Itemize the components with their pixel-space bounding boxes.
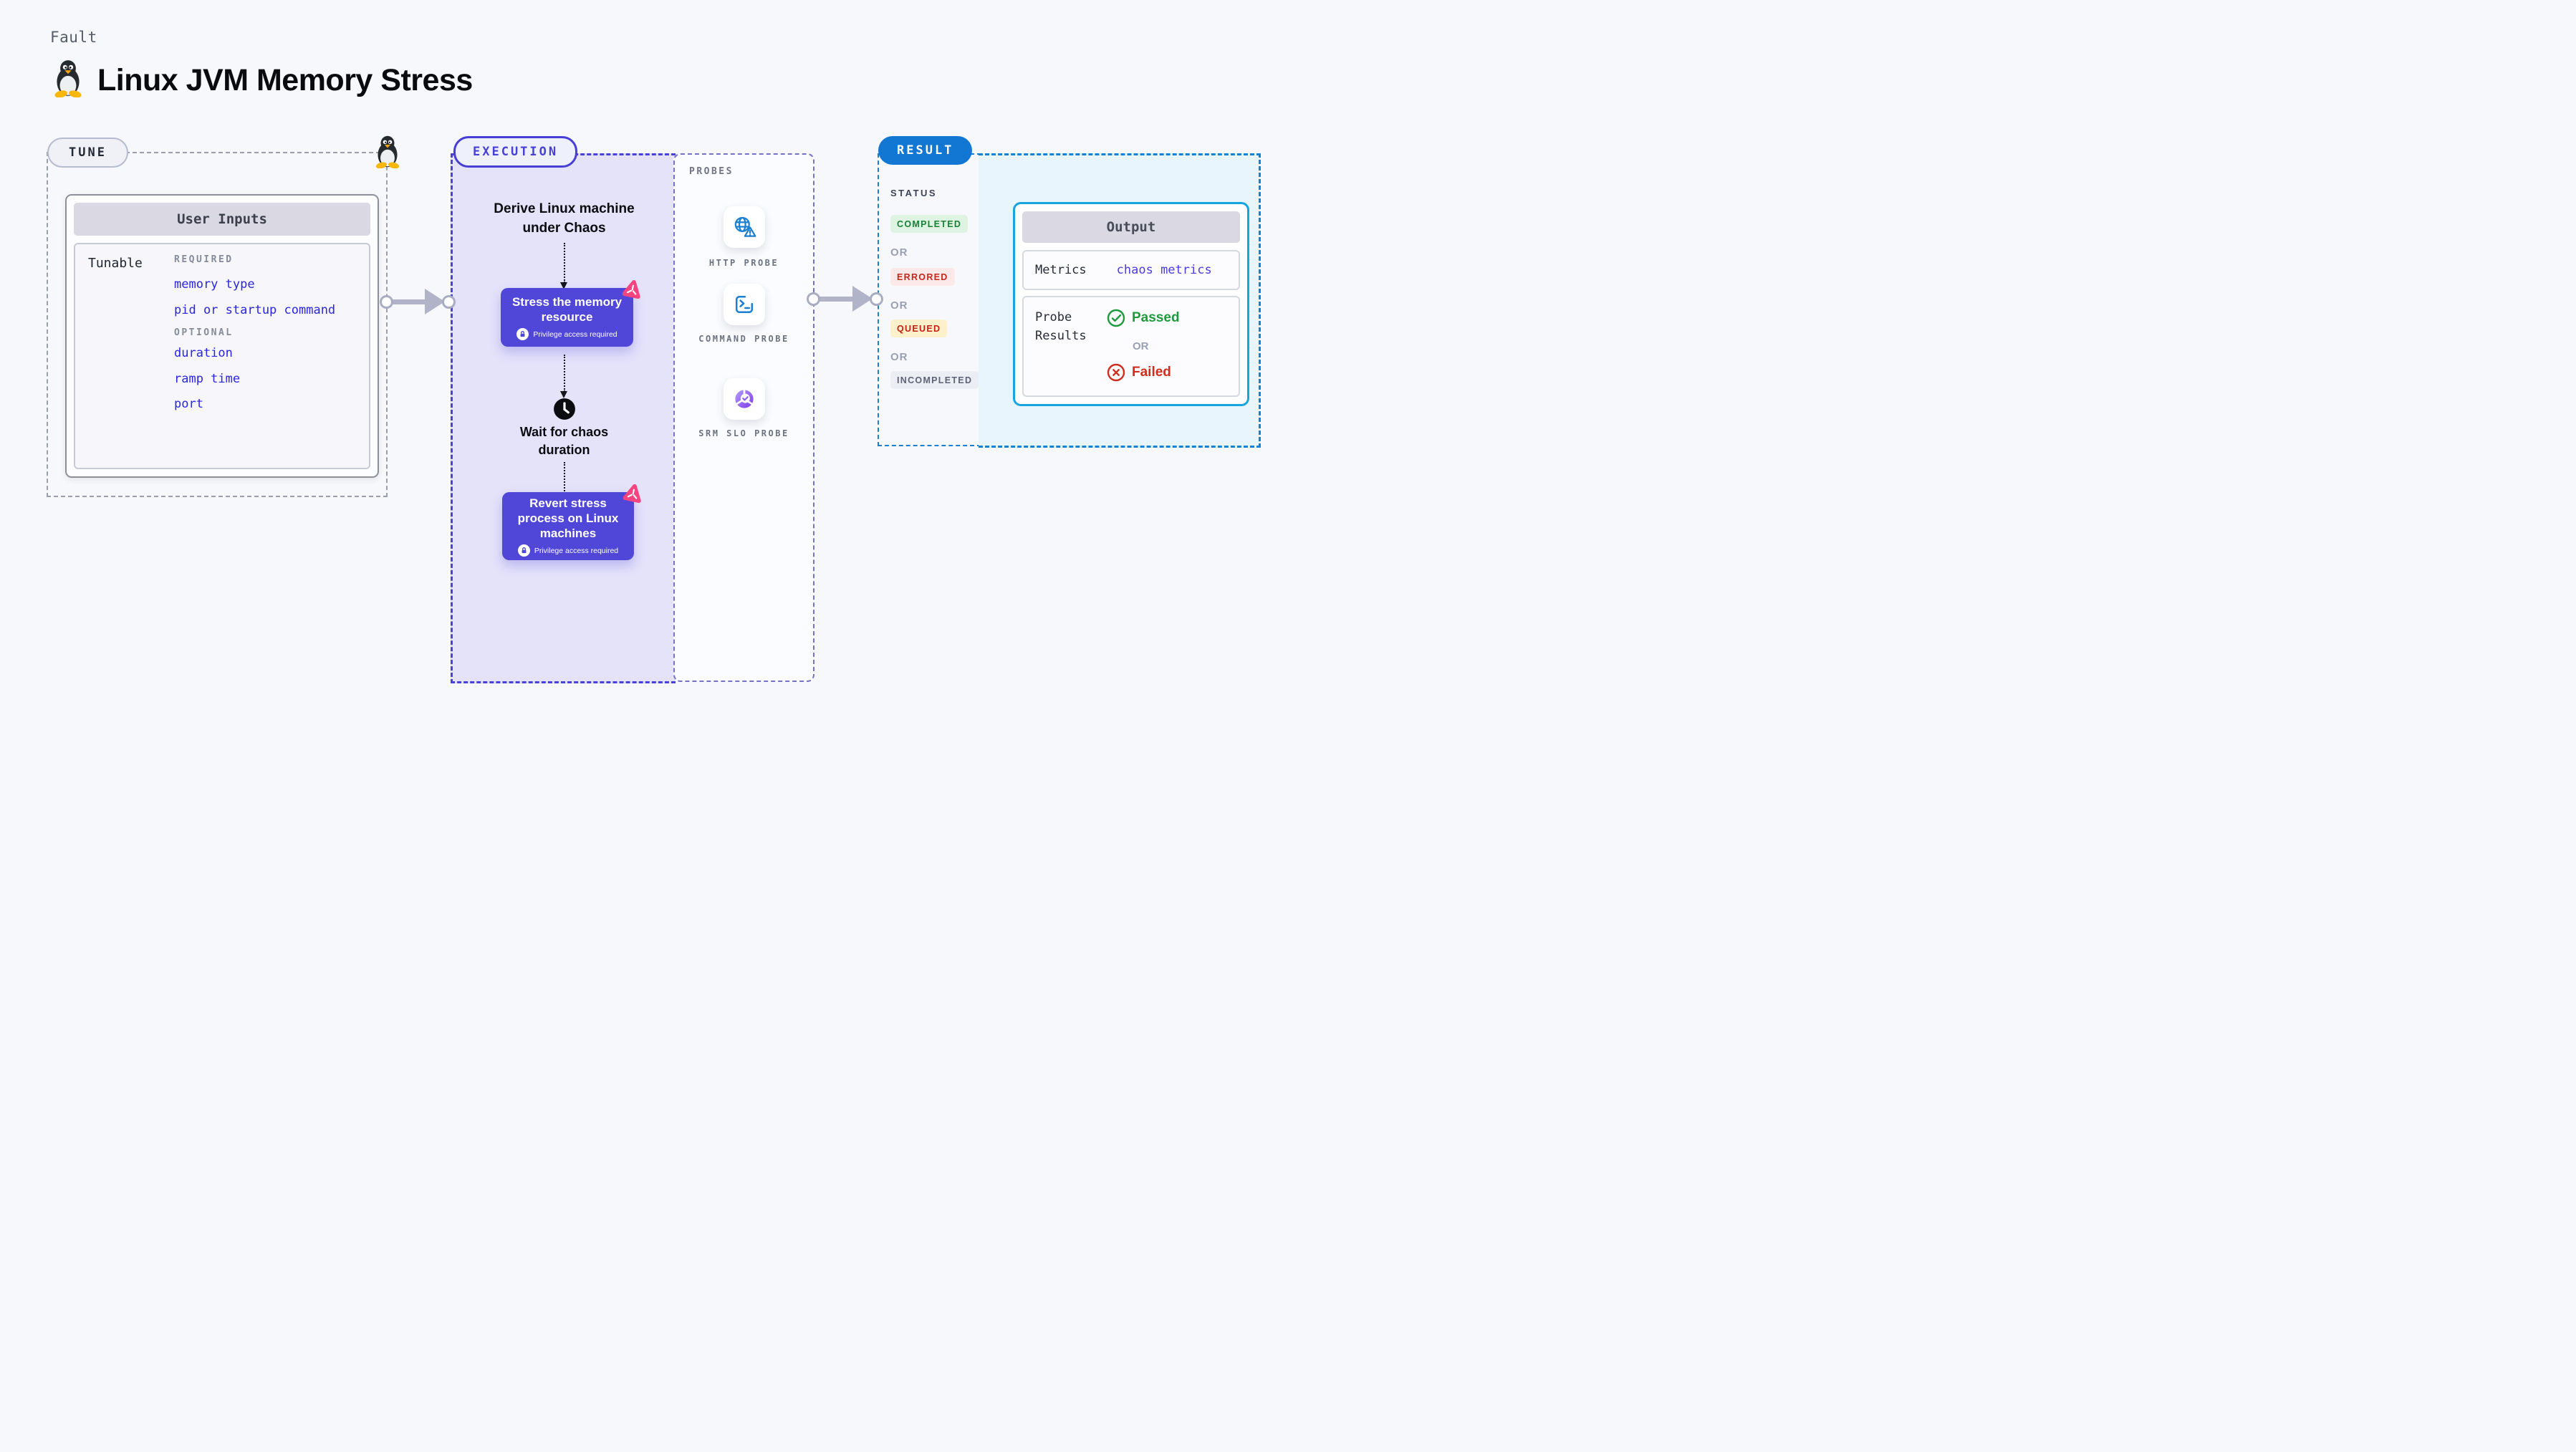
flow-arrow-down (560, 355, 567, 398)
step-label: Stress the memory resource (511, 294, 623, 324)
required-heading: REQUIRED (174, 254, 234, 265)
arrow-shaft (818, 296, 855, 302)
arrow-shaft (391, 299, 427, 304)
check-circle-icon (1107, 309, 1125, 327)
probe-result-passed: Passed (1107, 309, 1180, 327)
arrow-head (425, 289, 445, 314)
probe-results-row: Probe Results Passed OR (1022, 296, 1240, 397)
result-status-section: STATUS COMPLETED OR ERRORED OR QUEUED OR… (878, 153, 981, 446)
probe-result-failed: Failed (1107, 363, 1171, 382)
step-revert-stress-node[interactable]: Revert stress process on Linux machines … (502, 484, 641, 560)
wait-clock-icon (554, 398, 575, 420)
user-inputs-card: User Inputs Tunable REQUIRED memory type… (65, 194, 379, 478)
probes-heading: PROBES (689, 166, 734, 177)
tune-to-execution-arrow (380, 287, 456, 316)
arrow-end-dot (442, 294, 456, 309)
status-heading: STATUS (890, 188, 938, 198)
or-separator: OR (1133, 340, 1149, 352)
lock-icon (517, 544, 530, 557)
terminal-icon (735, 295, 753, 314)
wait-label: Wait for chaos duration (519, 425, 609, 458)
status-badge-incompleted: INCOMPLETED (890, 371, 979, 389)
chaos-fault-icon (623, 484, 641, 503)
step-label: Revert stress process on Linux machines (517, 496, 619, 541)
output-title: Output (1022, 211, 1240, 243)
tune-badge: TUNE (47, 138, 128, 168)
tune-section (47, 152, 388, 497)
tunable-link-pid-or-startup-command[interactable]: pid or startup command (174, 303, 336, 317)
or-separator: OR (890, 351, 908, 363)
probes-section: PROBES HTTP PROBE (673, 153, 814, 682)
user-inputs-title: User Inputs (74, 203, 370, 236)
optional-heading: OPTIONAL (174, 327, 234, 338)
globe-alert-icon (734, 216, 756, 237)
execution-entry-label: Derive Linux machine under Chaos (494, 201, 635, 236)
output-card: Output Metrics chaos metrics Probe Resul… (1013, 202, 1249, 406)
fault-diagram-page: Fault Linux JVM Memory Stress TUNE User … (0, 0, 1288, 726)
or-separator: OR (890, 299, 908, 312)
probe-results-label: Probe Results (1035, 310, 1087, 343)
flow-arrow-down (560, 462, 567, 503)
metrics-row: Metrics chaos metrics (1022, 250, 1240, 290)
flow-arrow-down (560, 243, 567, 289)
step-stress-memory-node[interactable]: Stress the memory resource Privilege acc… (501, 279, 640, 347)
tunable-link-duration[interactable]: duration (174, 346, 233, 360)
arrow-start-dot (807, 292, 820, 306)
command-probe-label: COMMAND PROBE (698, 334, 789, 344)
srm-slo-probe-card (723, 378, 765, 420)
linux-tux-icon (54, 60, 82, 97)
page-title: Linux JVM Memory Stress (97, 63, 473, 97)
status-badge-queued: QUEUED (890, 319, 948, 337)
tunable-link-memory-type[interactable]: memory type (174, 277, 255, 292)
result-badge: RESULT (878, 136, 973, 165)
srm-slo-probe-label: SRM SLO PROBE (698, 428, 789, 438)
tunable-row-label: Tunable (88, 256, 143, 271)
execution-badge: EXECUTION (453, 136, 578, 168)
http-probe-label: HTTP PROBE (708, 258, 779, 268)
arrow-end-dot (870, 292, 883, 306)
http-probe-card (723, 206, 765, 248)
tunables-panel: Tunable REQUIRED memory type pid or star… (74, 243, 370, 469)
slo-gauge-icon (734, 389, 754, 408)
execution-to-result-arrow (807, 284, 883, 313)
metrics-label: Metrics (1035, 263, 1087, 277)
or-separator: OR (890, 246, 908, 259)
metrics-value-link[interactable]: chaos metrics (1116, 263, 1212, 277)
command-probe-card (723, 284, 765, 325)
linux-tux-icon-small (375, 135, 400, 168)
chaos-fault-icon (623, 279, 640, 299)
privilege-note: Privilege access required (516, 328, 617, 341)
tunable-link-port[interactable]: port (174, 397, 203, 411)
privilege-note: Privilege access required (517, 544, 618, 557)
fault-kicker: Fault (50, 29, 97, 46)
lock-icon (516, 328, 529, 341)
x-circle-icon (1107, 363, 1125, 382)
status-badge-completed: COMPLETED (890, 215, 969, 233)
status-badge-errored: ERRORED (890, 268, 955, 286)
execution-section: Derive Linux machine under Chaos Stress … (451, 153, 676, 683)
arrow-head (852, 286, 873, 312)
tunable-link-ramp-time[interactable]: ramp time (174, 372, 241, 386)
result-output-section: Output Metrics chaos metrics Probe Resul… (979, 153, 1261, 448)
arrow-start-dot (380, 294, 393, 309)
